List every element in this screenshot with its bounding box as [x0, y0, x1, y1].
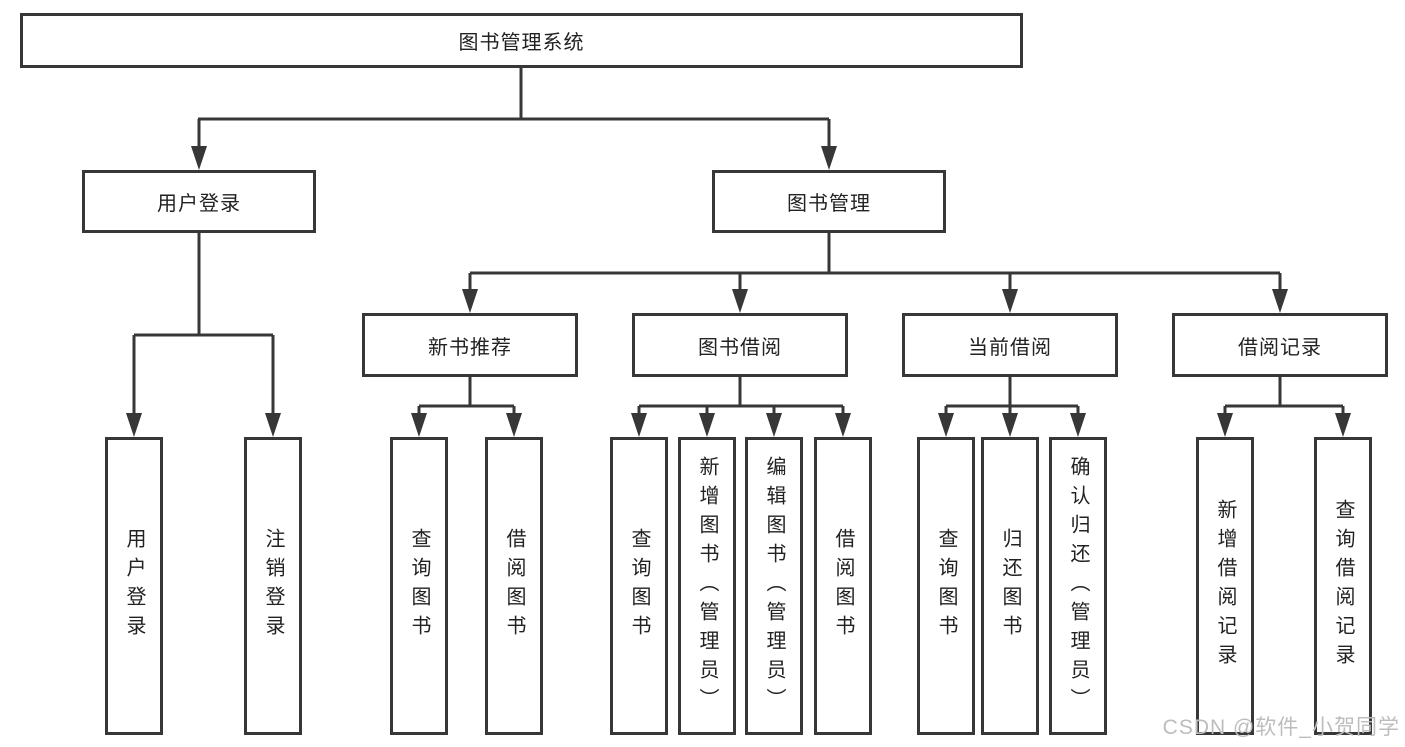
- leaf-query-books-current: 查询图书: [917, 437, 975, 735]
- node-current-borrow: 当前借阅: [902, 313, 1118, 377]
- leaf-query-borrow-record: 查询借阅记录: [1314, 437, 1372, 735]
- leaf-query-books-borrow: 查询图书: [610, 437, 668, 735]
- leaf-edit-books-admin: 编辑图书（管理员）: [745, 437, 803, 735]
- leaf-logout: 注销登录: [244, 437, 302, 735]
- leaf-confirm-return-admin: 确认归还（管理员）: [1049, 437, 1107, 735]
- node-user-login: 用户登录: [82, 170, 316, 233]
- leaf-add-borrow-record: 新增借阅记录: [1196, 437, 1254, 735]
- arrowheads: [126, 146, 1351, 437]
- leaf-borrow-books: 借阅图书: [814, 437, 872, 735]
- node-book-management: 图书管理: [712, 170, 946, 233]
- node-book-borrow: 图书借阅: [632, 313, 848, 377]
- node-new-book-recommend: 新书推荐: [362, 313, 578, 377]
- leaf-user-login: 用户登录: [105, 437, 163, 735]
- leaf-query-books-recommend: 查询图书: [390, 437, 448, 735]
- node-library-management-system: 图书管理系统: [20, 13, 1023, 68]
- leaf-add-books-admin: 新增图书（管理员）: [678, 437, 736, 735]
- node-borrow-records: 借阅记录: [1172, 313, 1388, 377]
- leaf-borrow-books-recommend: 借阅图书: [485, 437, 543, 735]
- leaf-return-books: 归还图书: [981, 437, 1039, 735]
- watermark: CSDN @软件_小贺同学: [1162, 716, 1400, 739]
